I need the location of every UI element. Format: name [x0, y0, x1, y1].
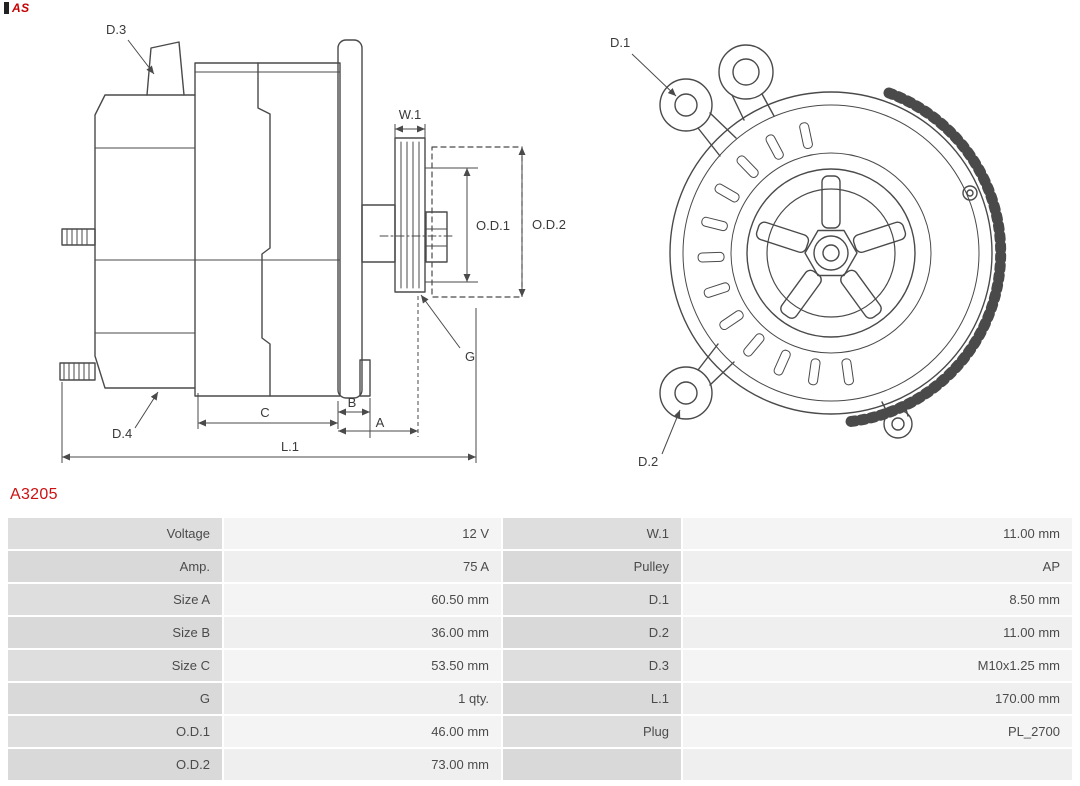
- mounting-hole-d1: [674, 93, 698, 117]
- spec-label: D.3: [503, 650, 681, 681]
- mounting-ear-top: [718, 44, 774, 100]
- shaft-nut-front: [804, 229, 858, 277]
- spec-label: Size C: [8, 650, 222, 681]
- dim-label-d3: D.3: [106, 22, 126, 37]
- spec-value: 8.50 mm: [683, 584, 1072, 615]
- brand-logo-text: AS: [4, 2, 30, 14]
- spec-value: M10x1.25 mm: [683, 650, 1072, 681]
- spec-value: 36.00 mm: [224, 617, 501, 648]
- spec-label: L.1: [503, 683, 681, 714]
- spec-label: G: [8, 683, 222, 714]
- spec-value: 1 qty.: [224, 683, 501, 714]
- dim-label-c: C: [260, 405, 269, 420]
- spec-label: D.1: [503, 584, 681, 615]
- spec-value: 11.00 mm: [683, 617, 1072, 648]
- dim-label-d1: D.1: [610, 35, 630, 50]
- front-bracket: [337, 39, 363, 399]
- rear-cover: [94, 94, 196, 389]
- spec-label: Size B: [8, 617, 222, 648]
- side-view-drawing: D.3 D.4 W.1 O.D.1 O.D.2 G: [59, 22, 566, 463]
- technical-drawing-area: D.3 D.4 W.1 O.D.1 O.D.2 G: [59, 22, 1007, 469]
- mounting-ear-top-left: [659, 78, 713, 132]
- alternator-front-body: [659, 44, 1007, 439]
- mounting-ear-bottom-right: [883, 409, 913, 439]
- vent-slots: [697, 122, 854, 386]
- front-view-drawing: D.1 D.2: [610, 35, 1007, 469]
- side-view-dimensions: D.3 D.4 W.1 O.D.1 O.D.2 G: [61, 22, 566, 463]
- spec-value: 46.00 mm: [224, 716, 501, 747]
- pulley-side: [394, 137, 426, 293]
- spec-label: Plug: [503, 716, 681, 747]
- spec-value: PL_2700: [683, 716, 1072, 747]
- spec-label: Amp.: [8, 551, 222, 582]
- spec-value: 73.00 mm: [224, 749, 501, 780]
- spec-value: AP: [683, 551, 1072, 582]
- spec-value: 11.00 mm: [683, 518, 1072, 549]
- bracket-foot: [359, 359, 371, 397]
- dim-label-g: G: [465, 349, 475, 364]
- dim-label-d2: D.2: [638, 454, 658, 469]
- spec-value: 75 A: [224, 551, 501, 582]
- alternator-side-body: [59, 39, 523, 399]
- brand-logo: AS: [4, 1, 30, 15]
- dim-label-a: A: [376, 415, 385, 430]
- pulley-front: [746, 168, 916, 338]
- spec-label: Voltage: [8, 518, 222, 549]
- dim-label-l1: L.1: [281, 439, 299, 454]
- spec-table: Voltage 12 V W.1 11.00 mm Amp. 75 A Pull…: [8, 518, 1072, 780]
- spec-label: O.D.1: [8, 716, 222, 747]
- spec-value: [683, 749, 1072, 780]
- mounting-lug: [146, 41, 185, 96]
- cooling-fins: [840, 87, 1007, 428]
- spec-label: Pulley: [503, 551, 681, 582]
- dim-label-od1: O.D.1: [476, 218, 510, 233]
- shaft-nut: [425, 211, 448, 263]
- pulley-spokes: [755, 175, 907, 319]
- dim-label-w1: W.1: [399, 107, 421, 122]
- stator-body: [194, 62, 341, 397]
- spec-label: Size A: [8, 584, 222, 615]
- spec-value: 53.50 mm: [224, 650, 501, 681]
- spec-label: [503, 749, 681, 780]
- spec-value: 170.00 mm: [683, 683, 1072, 714]
- spec-value: 60.50 mm: [224, 584, 501, 615]
- bottom-stud: [59, 362, 96, 381]
- housing-rim: [669, 91, 993, 415]
- mounting-ear-bottom-left: [659, 366, 713, 420]
- part-number: A3205: [10, 486, 58, 503]
- spec-label: D.2: [503, 617, 681, 648]
- spec-label: O.D.2: [8, 749, 222, 780]
- top-stud: [61, 228, 96, 246]
- spec-value: 12 V: [224, 518, 501, 549]
- shaft: [361, 204, 396, 263]
- dim-label-od2: O.D.2: [532, 217, 566, 232]
- dim-label-b: B: [348, 395, 357, 410]
- spec-label: W.1: [503, 518, 681, 549]
- mounting-hole-d2: [674, 381, 698, 405]
- dim-label-d4: D.4: [112, 426, 132, 441]
- side-boss-hole: [962, 185, 978, 201]
- front-view-dimensions: D.1 D.2: [610, 35, 681, 469]
